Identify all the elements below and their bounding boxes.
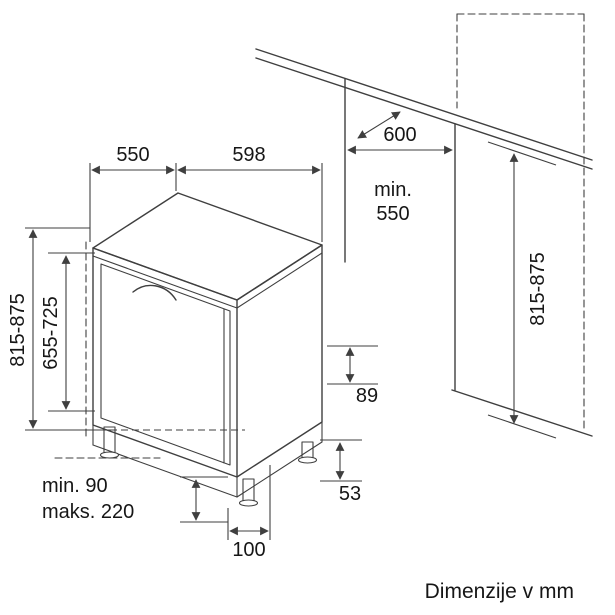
unit-note: Dimenzije v mm xyxy=(425,580,574,603)
arrow-niche-depth xyxy=(357,111,401,139)
worktop-bottom-edge xyxy=(255,57,593,170)
door-handle xyxy=(132,284,177,301)
label-rear-offset-53: 53 xyxy=(339,483,361,505)
label-depth-550: 550 xyxy=(116,144,149,166)
niche-floor xyxy=(451,389,593,437)
label-niche-height: 815-875 xyxy=(527,252,549,325)
label-niche-depth-550: 550 xyxy=(376,203,409,225)
label-door-height: 655-725 xyxy=(40,296,62,369)
door-panel xyxy=(100,263,231,466)
label-plinth-max: maks. 220 xyxy=(42,501,134,523)
label-rear-gap-89: 89 xyxy=(356,385,378,407)
label-width-598: 598 xyxy=(232,144,265,166)
niche-outline xyxy=(255,48,593,437)
label-niche-width-600: 600 xyxy=(383,124,416,146)
foot-rear xyxy=(301,441,314,459)
label-niche-depth-min: min. xyxy=(374,179,412,201)
dimension-labels: 550 598 600 min. 550 815-875 655-725 815… xyxy=(7,124,549,561)
foot-pad-left xyxy=(99,451,120,459)
label-foot-inset-100: 100 xyxy=(232,539,265,561)
appliance-base-and-feet xyxy=(54,421,323,507)
extension-lines xyxy=(25,141,557,540)
worktop-top-edge xyxy=(255,48,593,161)
dimension-arrows xyxy=(28,111,519,536)
foot-pad-front xyxy=(238,499,259,507)
adjacent-cabinet-dashed xyxy=(456,13,585,433)
label-plinth-min: min. 90 xyxy=(42,475,108,497)
label-appliance-height: 815-875 xyxy=(7,293,29,366)
foot-pad-rear xyxy=(297,456,318,464)
appliance-outline xyxy=(92,192,323,478)
